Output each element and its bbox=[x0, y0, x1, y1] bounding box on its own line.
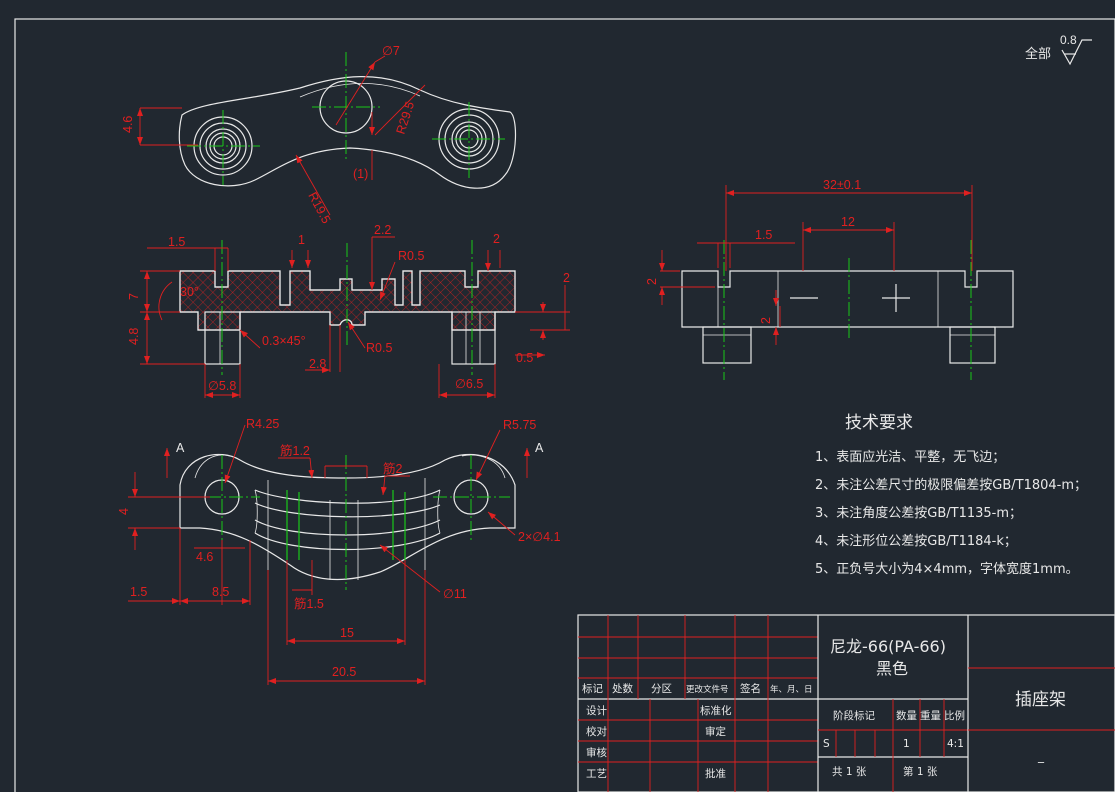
tb-header-sign: 签名 bbox=[740, 682, 761, 695]
tb-header-count: 处数 bbox=[612, 682, 633, 695]
dim-bot-4: 4 bbox=[117, 508, 131, 515]
dim-top-r19-5: R19.5 bbox=[305, 190, 333, 226]
roughness-value: 0.8 bbox=[1060, 33, 1077, 47]
dim-top-d7: ∅7 bbox=[382, 44, 400, 58]
dim-top-note1: (1) bbox=[353, 167, 368, 181]
tb-stage-value: S bbox=[823, 738, 830, 750]
tech-item-3: 3、未注角度公差按GB/T1135-m； bbox=[815, 505, 1022, 521]
tb-weight: 重量 bbox=[920, 709, 941, 722]
dim-bot-20-5: 20.5 bbox=[332, 665, 356, 679]
tb-header-date: 年、月、日 bbox=[770, 684, 813, 695]
dim-side-2b: 2 bbox=[759, 317, 773, 324]
tb-header-mark: 标记 bbox=[582, 683, 603, 695]
tb-scale-value: 4:1 bbox=[947, 738, 964, 750]
dim-sec-2b: 2 bbox=[563, 271, 570, 285]
dim-bot-r5-75: R5.75 bbox=[503, 418, 536, 432]
dim-sec-7: 7 bbox=[127, 293, 141, 300]
dim-sec-d5-8: ∅5.8 bbox=[208, 379, 236, 393]
dim-sec-0-5: 0.5 bbox=[516, 351, 533, 365]
dim-sec-2: 2 bbox=[493, 232, 500, 246]
tech-item-1: 1、表面应光洁、平整，无飞边； bbox=[815, 449, 1005, 465]
roughness-scope: 全部 bbox=[1025, 46, 1051, 62]
dim-side-2a: 2 bbox=[645, 278, 659, 285]
dim-side-32: 32±0.1 bbox=[823, 178, 861, 192]
tb-review: 审定 bbox=[705, 725, 726, 738]
dim-bot-15: 15 bbox=[340, 626, 354, 640]
tech-requirements: 技术要求 1、表面应光洁、平整，无飞边； 2、未注公差尺寸的极限偏差按GB/T1… bbox=[815, 413, 1087, 577]
tb-process: 工艺 bbox=[586, 768, 607, 780]
tech-item-5: 5、正负号大小为4×4mm，字体宽度1mm。 bbox=[815, 561, 1079, 577]
dim-sec-1-5: 1.5 bbox=[168, 235, 185, 249]
dim-sec-2-8: 2.8 bbox=[309, 357, 326, 371]
dim-side-12: 12 bbox=[841, 215, 855, 229]
dim-sec-d6-5: ∅6.5 bbox=[455, 377, 483, 391]
dim-bot-rib-2: 筋2 bbox=[383, 461, 403, 476]
tb-qty-value: 1 bbox=[903, 738, 910, 750]
tb-sheets: 共 1 张 bbox=[832, 766, 867, 778]
dim-bot-rib-1-5: 筋1.5 bbox=[294, 596, 324, 611]
tech-item-2: 2、未注公差尺寸的极限偏差按GB/T1804-m； bbox=[815, 477, 1087, 493]
dim-sec-30deg: 30° bbox=[180, 285, 199, 299]
tb-material: 尼龙-66(PA-66) bbox=[830, 637, 946, 656]
dim-bot-rib-1-2: 筋1.2 bbox=[280, 443, 310, 458]
tb-sheet-no: 第 1 张 bbox=[903, 765, 938, 778]
tb-standard: 标准化 bbox=[700, 704, 732, 717]
dim-sec-2-2: 2.2 bbox=[374, 223, 391, 237]
dim-bot-d11: ∅11 bbox=[443, 587, 467, 601]
dim-bot-8-5: 8.5 bbox=[212, 585, 229, 599]
dim-top-h4-6: 4.6 bbox=[121, 116, 135, 133]
section-view: 1.5 1 2.2 2 R0.5 7 30° 4.8 0.3×45° 2.8 R… bbox=[127, 223, 570, 398]
tb-qty: 数量 bbox=[896, 709, 917, 722]
dim-sec-r0-5a: R0.5 bbox=[398, 249, 424, 263]
section-mark-a-left: A bbox=[176, 441, 185, 455]
tb-part-name: 插座架 bbox=[1015, 690, 1066, 710]
tb-stage: 阶段标记 bbox=[833, 709, 875, 722]
title-block: 标记 处数 分区 更改文件号 签名 年、月、日 设计 标准化 校对 审定 审核 … bbox=[577, 614, 1115, 792]
side-view: 32±0.1 12 1.5 2 2 bbox=[645, 178, 1014, 380]
tb-audit: 审核 bbox=[586, 746, 607, 759]
dim-bot-1-5: 1.5 bbox=[130, 585, 147, 599]
dim-sec-1: 1 bbox=[298, 233, 305, 247]
tb-header-zone: 分区 bbox=[651, 683, 672, 695]
dim-bot-holes: 2×∅4.1 bbox=[518, 530, 561, 544]
tb-scale: 比例 bbox=[944, 709, 965, 722]
dim-sec-r0-5b: R0.5 bbox=[366, 341, 392, 355]
tb-design: 设计 bbox=[586, 704, 607, 717]
dim-bot-r4-25: R4.25 bbox=[246, 417, 279, 431]
dim-side-1-5: 1.5 bbox=[755, 228, 772, 242]
bottom-view: A A R4.25 筋1.2 筋2 R5.75 4 4.6 1.5 8.5 筋1 bbox=[117, 417, 561, 685]
tb-drawing-no: _ bbox=[1037, 749, 1045, 763]
drawing-border bbox=[14, 18, 1115, 792]
dim-bot-4-6: 4.6 bbox=[196, 550, 213, 564]
top-view: ∅7 R29.5 (1) 4.6 R19.5 bbox=[121, 44, 517, 226]
dim-top-r29-5: R29.5 bbox=[394, 100, 418, 136]
dim-sec-4-8: 4.8 bbox=[127, 328, 141, 345]
section-mark-a-right: A bbox=[535, 441, 544, 455]
tb-header-docno: 更改文件号 bbox=[686, 684, 729, 695]
tech-item-4: 4、未注形位公差按GB/T1184-k； bbox=[815, 534, 1017, 549]
tb-check: 校对 bbox=[586, 725, 607, 738]
dim-sec-chamfer: 0.3×45° bbox=[262, 334, 306, 348]
tb-color: 黑色 bbox=[876, 659, 908, 678]
roughness-symbol: 全部 0.8 bbox=[1025, 33, 1092, 66]
tb-approve: 批准 bbox=[705, 767, 726, 780]
tech-title: 技术要求 bbox=[845, 413, 913, 433]
